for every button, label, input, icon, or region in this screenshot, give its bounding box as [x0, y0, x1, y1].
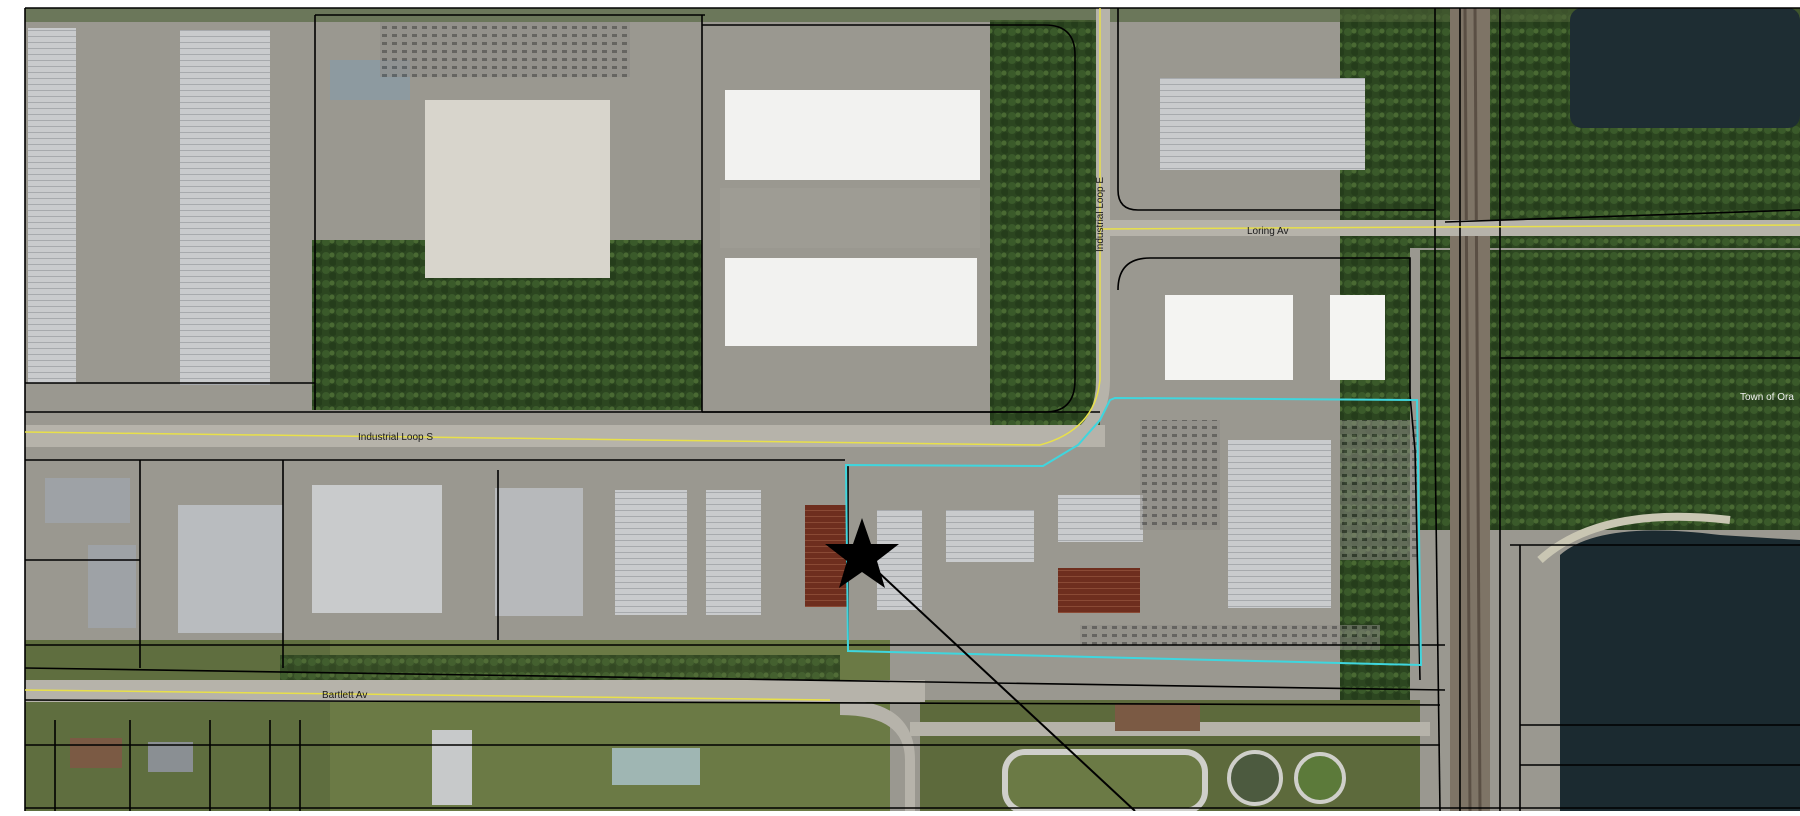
- area-label-town: Town of Ora: [1740, 392, 1794, 403]
- street-label-industrial-loop-e: Industrial Loop E: [1095, 177, 1106, 252]
- parcel-lines: [24, 7, 1800, 812]
- subject-parcel-outline: [844, 396, 1423, 667]
- railroad: [1450, 7, 1490, 812]
- ponds: [1537, 8, 1800, 811]
- street-centerlines: [24, 8, 1800, 701]
- buildings: [28, 28, 1385, 814]
- street-label-loring-av: Loring Av: [1247, 226, 1289, 237]
- parking-areas: [380, 22, 1420, 650]
- marker-leader-line: [861, 556, 1136, 812]
- street-label-bartlett-av: Bartlett Av: [322, 690, 367, 701]
- road-pavement: [25, 8, 1800, 811]
- street-label-industrial-loop-s: Industrial Loop S: [358, 432, 433, 443]
- star-icon: [825, 518, 899, 588]
